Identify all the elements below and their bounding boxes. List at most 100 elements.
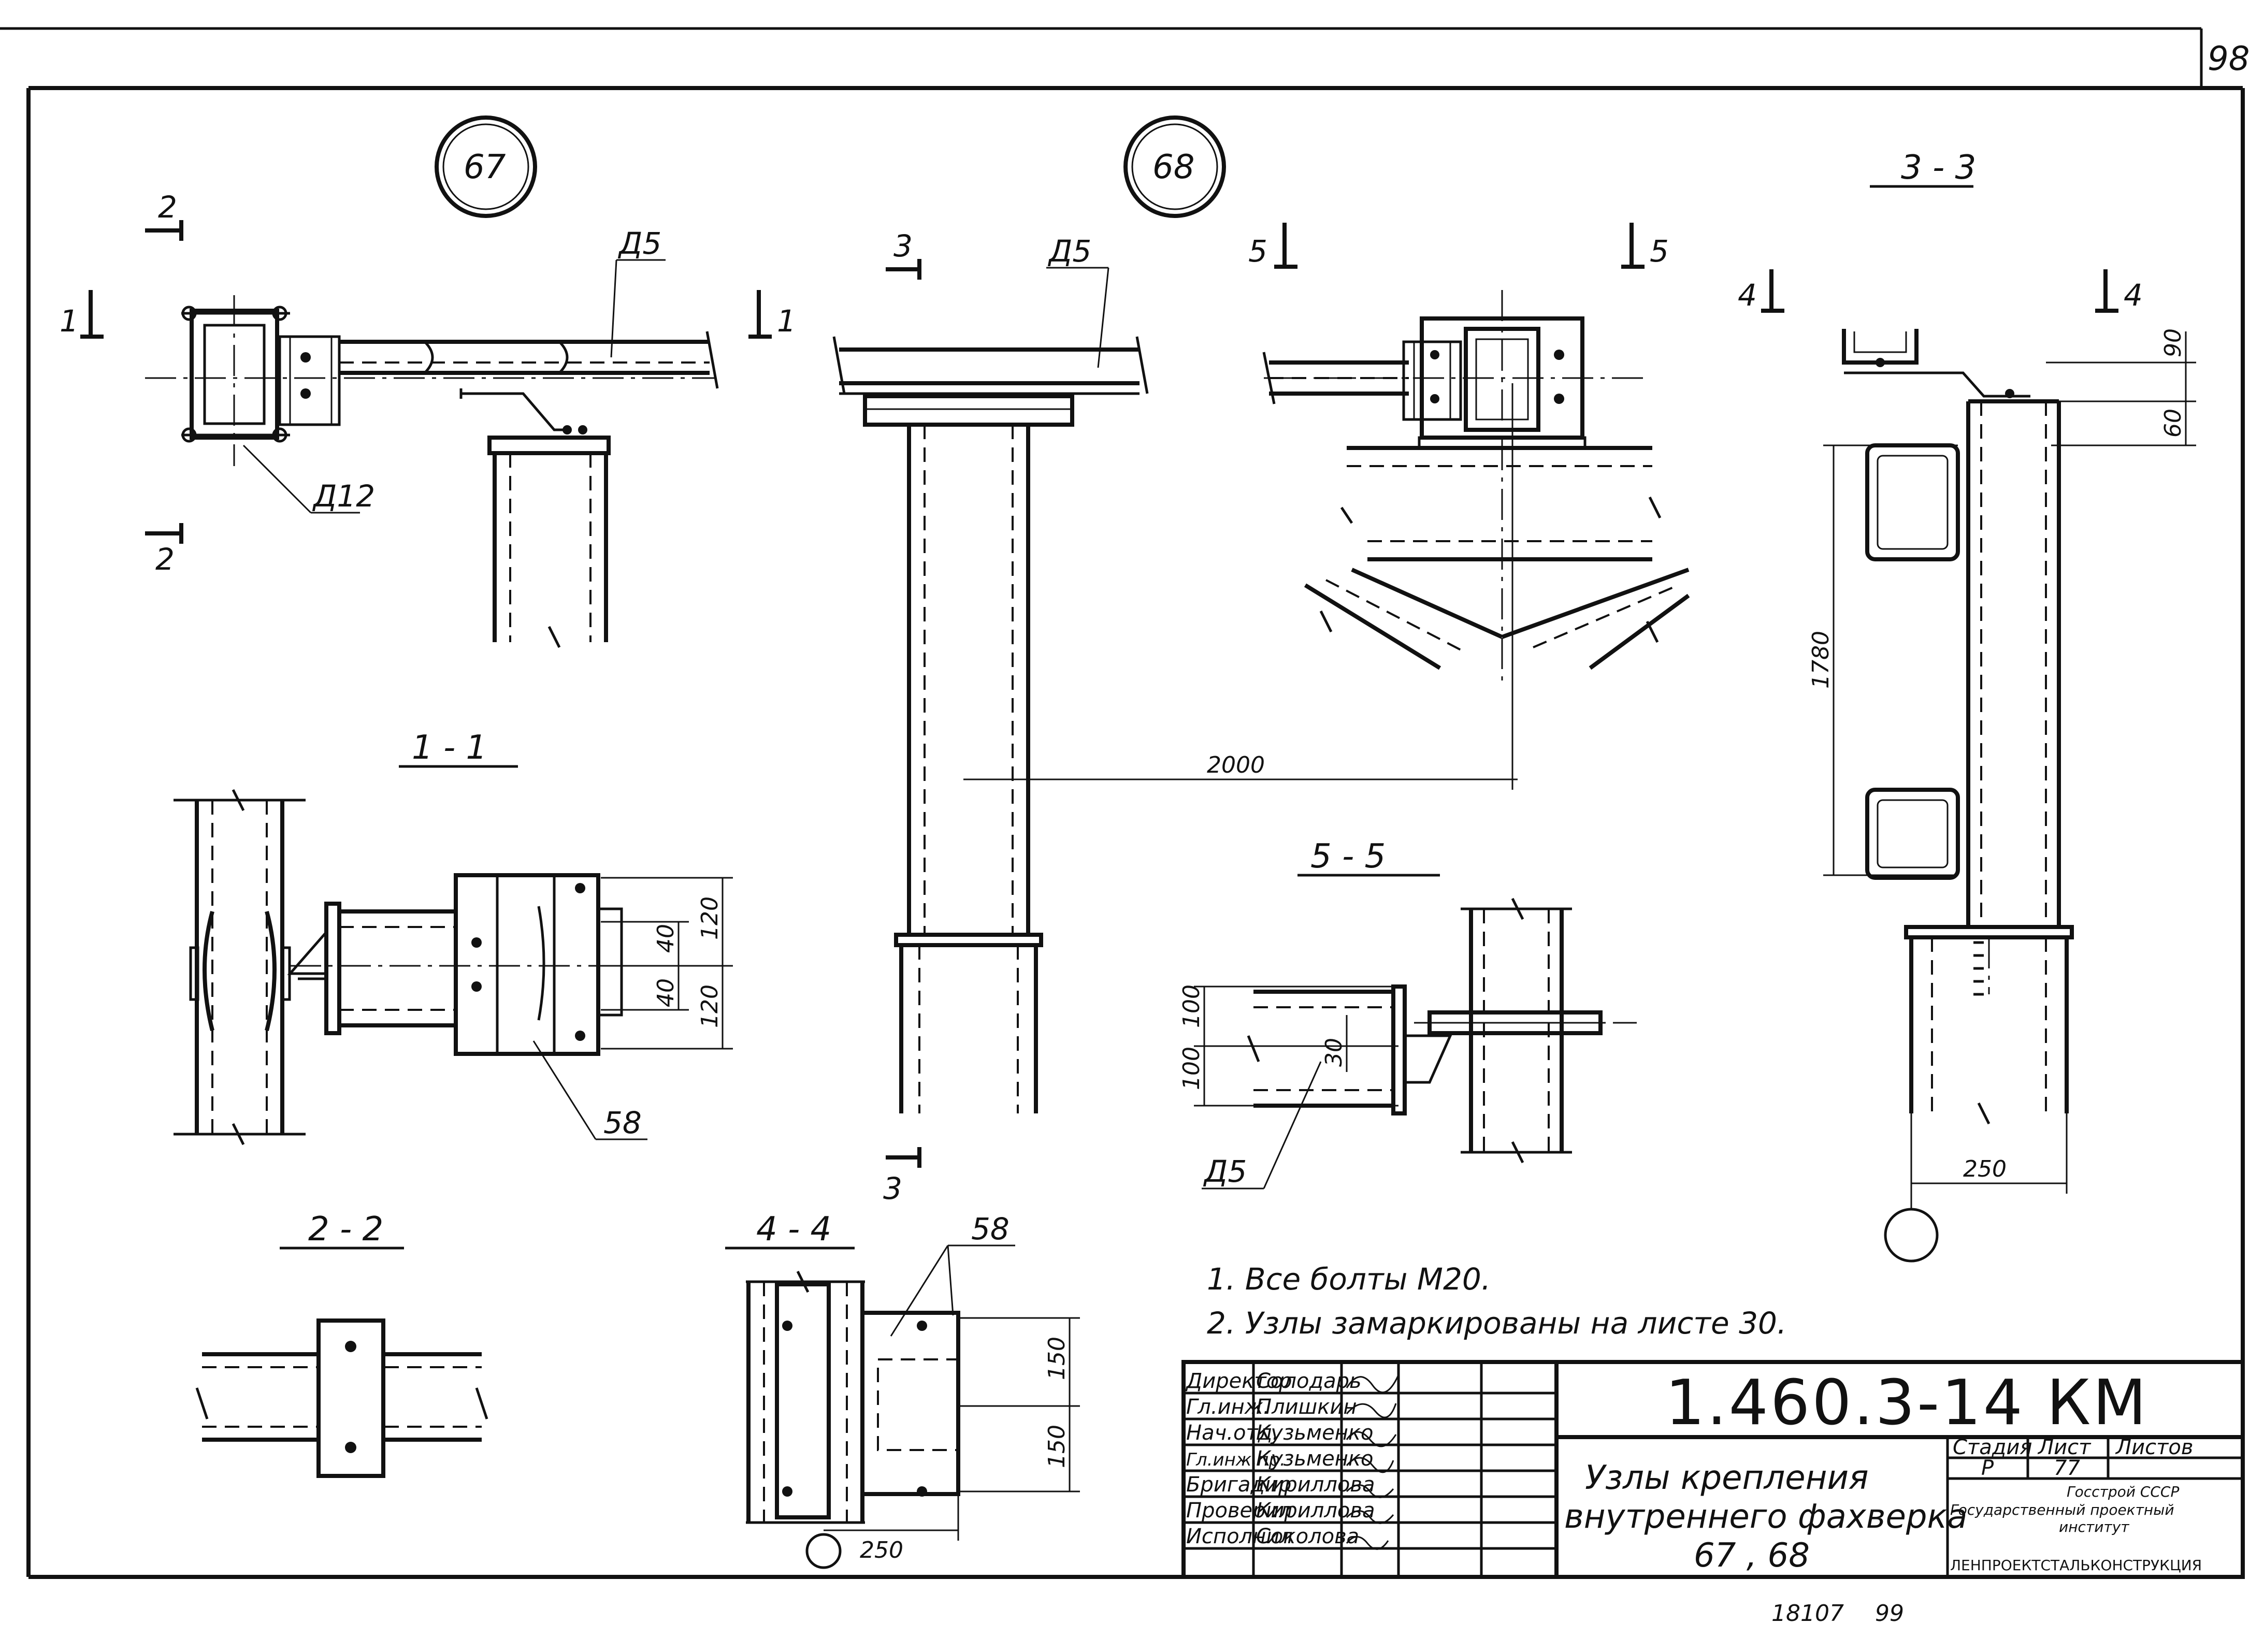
notes: 1. Все болты М20. 2. Узлы замаркированы …	[1207, 1262, 1786, 1341]
svg-text:институт: институт	[2059, 1518, 2129, 1535]
node-mark-68: 68	[1123, 115, 1226, 218]
svg-text:250: 250	[1963, 1156, 2007, 1182]
signature-2	[1346, 1403, 1397, 1418]
svg-text:2: 2	[158, 190, 177, 225]
svg-text:4: 4	[2124, 278, 2143, 313]
cut-mark-4-left: 4	[1738, 269, 1784, 313]
svg-text:Кузьменко: Кузьменко	[1256, 1421, 1373, 1445]
svg-text:1: 1	[60, 303, 79, 339]
section-4-4: 4 - 4 150 150 250 58	[725, 1210, 1080, 1569]
bottom-number: 18107	[1771, 1600, 1844, 1627]
svg-text:Государственный проектный: Государственный проектный	[1950, 1501, 2174, 1518]
cut-mark-2-bottom: 2	[145, 523, 183, 577]
svg-text:4: 4	[1738, 278, 1757, 313]
svg-text:Стадия: Стадия	[1953, 1436, 2032, 1459]
svg-text:Лист: Лист	[2037, 1436, 2092, 1459]
svg-text:5: 5	[1248, 234, 1267, 269]
cut-mark-2-top: 2	[145, 190, 183, 241]
signature-3	[1346, 1431, 1397, 1447]
note-1: 1. Все болты М20.	[1207, 1262, 1491, 1297]
svg-text:Директор: Директор	[1185, 1369, 1292, 1393]
svg-text:Кириллова: Кириллова	[1256, 1499, 1375, 1523]
svg-text:Плишкин: Плишкин	[1256, 1395, 1357, 1419]
svg-text:Р: Р	[1981, 1456, 1994, 1480]
svg-text:Бригадир: Бригадир	[1186, 1473, 1291, 1497]
note-2: 2. Узлы замаркированы на листе 30.	[1207, 1306, 1786, 1341]
svg-text:250: 250	[860, 1537, 903, 1563]
signature-7	[1346, 1536, 1389, 1550]
svg-text:3 - 3: 3 - 3	[1901, 149, 1976, 187]
svg-text:Нач.отд.: Нач.отд.	[1186, 1421, 1279, 1445]
svg-text:100: 100	[1178, 1047, 1205, 1090]
sheet-number: 98	[2208, 40, 2249, 78]
cut-mark-5-right: 5	[1621, 223, 1669, 269]
svg-text:30: 30	[1321, 1038, 1347, 1067]
section-3-3: 3 - 3 1780	[1808, 149, 2196, 1263]
node-mark-67: 67	[435, 115, 537, 218]
svg-text:Проверил: Проверил	[1186, 1499, 1292, 1523]
svg-text:Д5: Д5	[1203, 1154, 1247, 1189]
svg-text:1 - 1: 1 - 1	[412, 729, 487, 767]
section-2-2: 2 - 2	[195, 1210, 488, 1478]
cut-mark-3-top: 3	[886, 228, 921, 280]
svg-text:100: 100	[1178, 984, 1205, 1028]
document-code: 1.460.3-14 КМ	[1665, 1367, 2148, 1439]
drawing-title-line3: 67 , 68	[1694, 1537, 1810, 1575]
svg-text:Листов: Листов	[2115, 1436, 2193, 1459]
drawing-title-line1: Узлы крепления	[1585, 1459, 1869, 1497]
signature-4	[1346, 1457, 1394, 1473]
svg-text:Госстрой СССР: Госстрой СССР	[2067, 1483, 2179, 1500]
signature-6	[1346, 1510, 1394, 1524]
svg-text:120: 120	[697, 896, 723, 940]
svg-text:5: 5	[1650, 234, 1669, 269]
svg-text:Солодарь: Солодарь	[1256, 1369, 1362, 1393]
svg-text:3: 3	[883, 1171, 902, 1206]
title-block: Директор Гл.инж. Нач.отд. Гл.инж.пр. Бри…	[1181, 1360, 2245, 1579]
svg-text:5 - 5: 5 - 5	[1310, 837, 1386, 876]
svg-text:60: 60	[2160, 409, 2186, 438]
svg-text:58: 58	[603, 1105, 642, 1140]
section-5-5: 5 - 5 100 100 30 Д5	[1178, 837, 1637, 1190]
svg-text:4 - 4: 4 - 4	[756, 1210, 831, 1249]
cut-mark-4-right: 4	[2095, 269, 2143, 313]
svg-text:2000: 2000	[1207, 752, 1265, 778]
svg-text:Кириллова: Кириллова	[1256, 1473, 1375, 1497]
svg-text:Д5: Д5	[617, 226, 661, 261]
svg-text:90: 90	[2160, 328, 2186, 357]
svg-text:1: 1	[777, 303, 796, 339]
svg-text:Гл.инж.пр.: Гл.инж.пр.	[1186, 1450, 1286, 1470]
svg-text:40: 40	[653, 924, 679, 953]
svg-text:Исполнил: Исполнил	[1186, 1525, 1293, 1548]
bottom-page: 99	[1875, 1600, 1904, 1627]
signature-5	[1346, 1484, 1394, 1498]
svg-text:120: 120	[697, 984, 723, 1028]
section-1-1: 1 - 1	[174, 729, 733, 1146]
svg-text:67: 67	[464, 148, 506, 186]
node-68-elevation-view: Д5 2000	[832, 234, 1518, 1113]
cut-mark-1-left: 1	[60, 290, 104, 339]
svg-text:40: 40	[653, 978, 679, 1007]
cut-mark-5-left: 5	[1248, 223, 1297, 269]
cut-mark-3-bottom: 3	[883, 1147, 921, 1206]
svg-text:58: 58	[971, 1211, 1010, 1247]
svg-text:2: 2	[155, 542, 175, 577]
svg-text:Д5: Д5	[1047, 234, 1091, 269]
svg-text:3: 3	[893, 228, 913, 264]
signature-1	[1346, 1374, 1400, 1394]
svg-text:ЛЕНПРОЕКТСТАЛЬКОНСТРУКЦИЯ: ЛЕНПРОЕКТСТАЛЬКОНСТРУКЦИЯ	[1950, 1557, 2202, 1574]
svg-text:Соколова: Соколова	[1256, 1525, 1359, 1548]
node-67-plan-view: Д5 Д12	[145, 226, 719, 648]
svg-text:68: 68	[1152, 148, 1194, 186]
svg-text:150: 150	[1044, 1425, 1070, 1468]
svg-text:1780: 1780	[1808, 631, 1834, 689]
svg-text:Д12: Д12	[312, 479, 375, 514]
drawing-title-line2: внутреннего фахверка	[1564, 1498, 1967, 1536]
svg-text:2 - 2: 2 - 2	[308, 1210, 383, 1249]
svg-text:77: 77	[2054, 1456, 2080, 1480]
svg-text:Гл.инж.: Гл.инж.	[1186, 1395, 1270, 1419]
svg-text:150: 150	[1044, 1337, 1070, 1380]
node-68-plan-view	[1262, 290, 1690, 684]
cut-mark-1-right: 1	[748, 290, 796, 339]
